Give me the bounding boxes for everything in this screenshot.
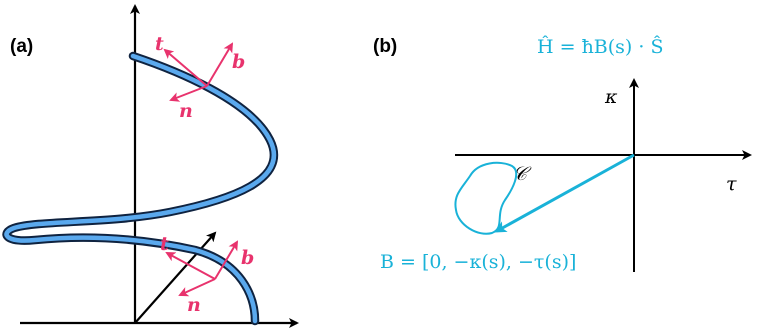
panel-a: (a) t b n t b n <box>2 4 299 328</box>
field-vector-equation: B = [0, −κ(s), −τ(s)] <box>380 251 576 273</box>
panel-b: (b) Ĥ = ħB(s) · Ŝ κ τ 𝒞 B = [0, −κ(s), −… <box>373 35 752 273</box>
closed-curve-c <box>454 161 518 235</box>
helix-curve <box>2 51 279 326</box>
normal-label-bottom: n <box>187 294 201 316</box>
binormal-arrow-bottom <box>214 240 239 280</box>
tau-axis-label: τ <box>726 173 737 195</box>
tangent-arrow-top <box>163 48 208 87</box>
curve-c-label: 𝒞 <box>513 163 532 185</box>
binormal-label-top: b <box>232 51 245 73</box>
panel-a-label: (a) <box>10 36 33 57</box>
normal-arrow-top <box>169 85 208 102</box>
kappa-axis-label: κ <box>604 86 618 108</box>
field-vector-arrow <box>494 153 635 233</box>
frenet-frame-top <box>163 42 234 102</box>
normal-arrow-bottom <box>178 278 216 297</box>
hamiltonian-equation: Ĥ = ħB(s) · Ŝ <box>537 35 663 58</box>
tangent-label-top: t <box>155 33 164 55</box>
tangent-arrow-bottom <box>165 252 216 280</box>
frenet-frame-bottom <box>165 240 239 297</box>
binormal-arrow-top <box>206 42 234 87</box>
tangent-label-bottom: t <box>160 233 169 255</box>
binormal-label-bottom: b <box>241 247 254 269</box>
normal-label-top: n <box>179 100 193 122</box>
panel-b-label: (b) <box>373 36 397 57</box>
